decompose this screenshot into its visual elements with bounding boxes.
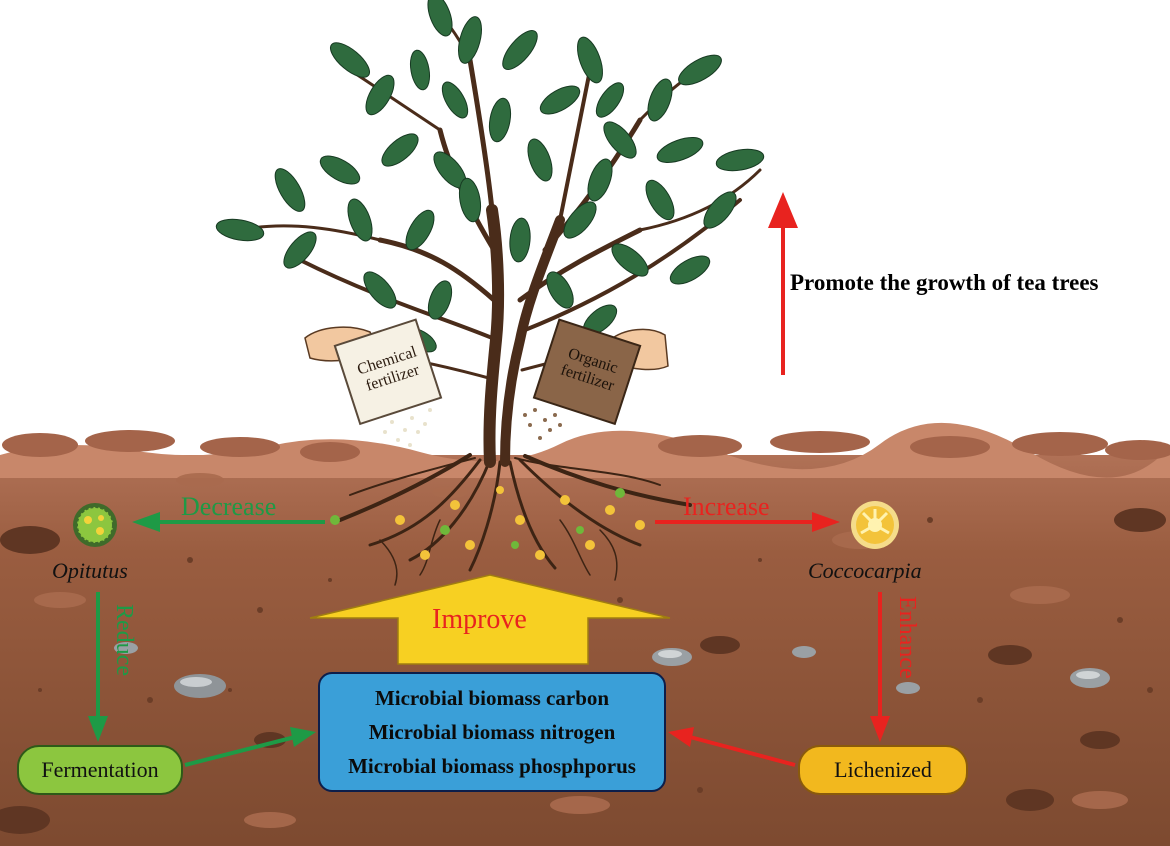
microbial-biomass-box: Microbial biomass carbon Microbial bioma… bbox=[318, 672, 666, 792]
coccocarpia-icon bbox=[851, 501, 899, 549]
fermentation-box: Fermentation bbox=[17, 745, 183, 795]
decrease-label: Decrease bbox=[181, 492, 276, 522]
biomass-nitrogen: Microbial biomass nitrogen bbox=[369, 715, 616, 749]
opitutus-label: Opitutus bbox=[52, 558, 128, 584]
coccocarpia-label: Coccocarpia bbox=[808, 558, 922, 584]
biomass-phosphorus: Microbial biomass phosphporus bbox=[348, 749, 636, 783]
improve-label: Improve bbox=[432, 604, 527, 636]
enhance-label: Enhance bbox=[893, 596, 920, 679]
increase-label: Increase bbox=[683, 492, 770, 522]
biomass-carbon: Microbial biomass carbon bbox=[375, 681, 609, 715]
growth-label: Promote the growth of tea trees bbox=[790, 270, 1098, 296]
lichenized-box: Lichenized bbox=[798, 745, 968, 795]
tea-tree bbox=[215, 0, 766, 462]
opitutus-icon bbox=[73, 503, 117, 547]
reduce-label: Reduce bbox=[110, 604, 137, 676]
